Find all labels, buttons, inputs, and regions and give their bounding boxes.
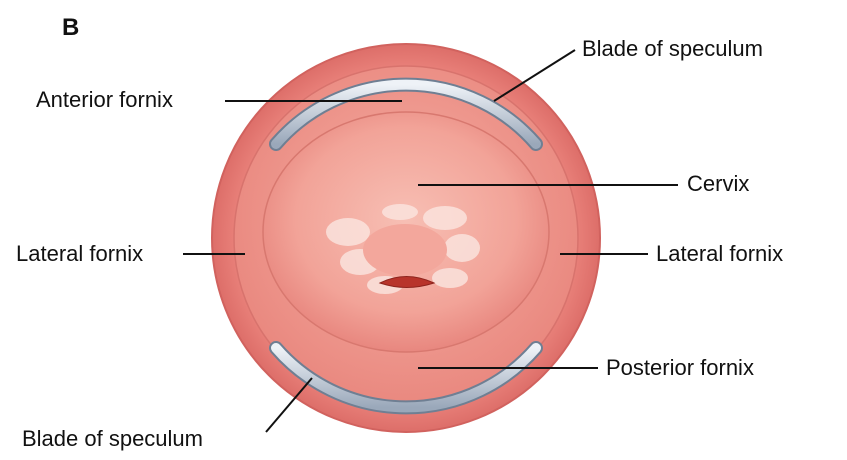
external-os [378,276,436,288]
leader-blade-top [493,49,576,102]
leader-blade-bottom [265,377,313,433]
panel-letter: B [62,14,80,41]
label-posterior-fornix: Posterior fornix [606,355,754,380]
leader-lines [183,49,678,433]
label-anterior-fornix: Anterior fornix [36,87,173,112]
label-lateral-fornix-left: Lateral fornix [16,241,144,266]
label-blade-of-speculum-top: Blade of speculum [582,36,763,61]
label-blade-of-speculum-bottom: Blade of speculum [22,426,203,451]
label-lateral-fornix-right: Lateral fornix [656,241,784,266]
label-cervix: Cervix [687,171,750,196]
